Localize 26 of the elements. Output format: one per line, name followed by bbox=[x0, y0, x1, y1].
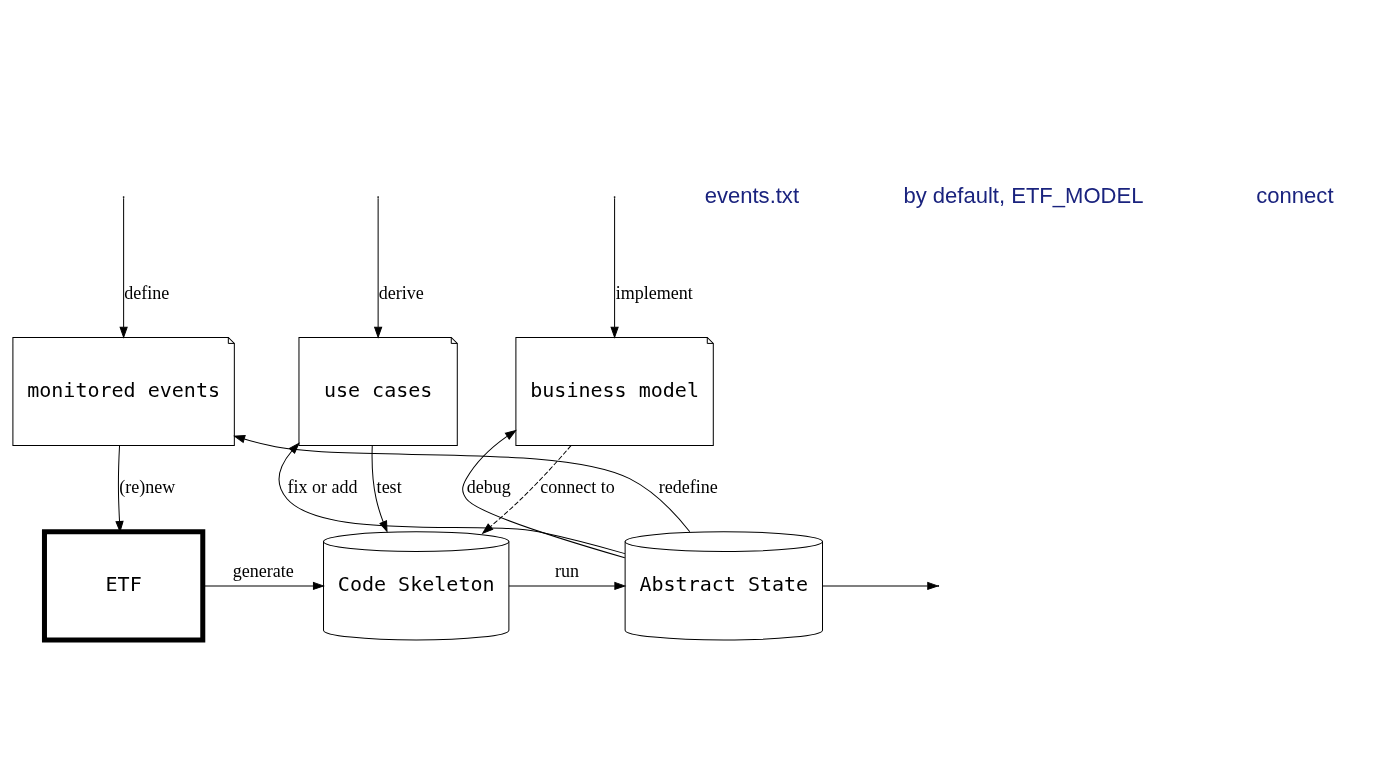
arrow bbox=[508, 581, 626, 590]
label: connect bbox=[1256, 182, 1334, 208]
edge-label: redefine bbox=[658, 476, 718, 497]
node-box: ETF bbox=[41, 528, 206, 642]
edge-label: implement bbox=[615, 282, 693, 303]
arrow bbox=[482, 444, 572, 534]
arrow bbox=[234, 434, 691, 532]
arrow bbox=[371, 444, 388, 532]
edge-label: connect to bbox=[540, 476, 615, 497]
arrow bbox=[462, 429, 626, 558]
arrow bbox=[119, 197, 128, 338]
label: events.txt bbox=[704, 182, 800, 208]
arrow bbox=[278, 442, 626, 554]
edge-label: run bbox=[554, 560, 580, 581]
edge-label: debug bbox=[466, 476, 511, 497]
edge-label: test bbox=[376, 476, 402, 497]
edge-label: derive bbox=[378, 282, 424, 303]
arrow bbox=[374, 197, 383, 338]
edge-label: (re)new bbox=[119, 476, 176, 497]
edge-label: fix or add bbox=[287, 476, 358, 497]
label: by default, ETF_MODEL bbox=[903, 182, 1144, 208]
edge-label: define bbox=[124, 282, 170, 303]
arrow bbox=[202, 581, 324, 590]
arrow bbox=[610, 197, 619, 338]
edge-label: generate bbox=[232, 560, 294, 581]
arrow bbox=[115, 444, 124, 532]
